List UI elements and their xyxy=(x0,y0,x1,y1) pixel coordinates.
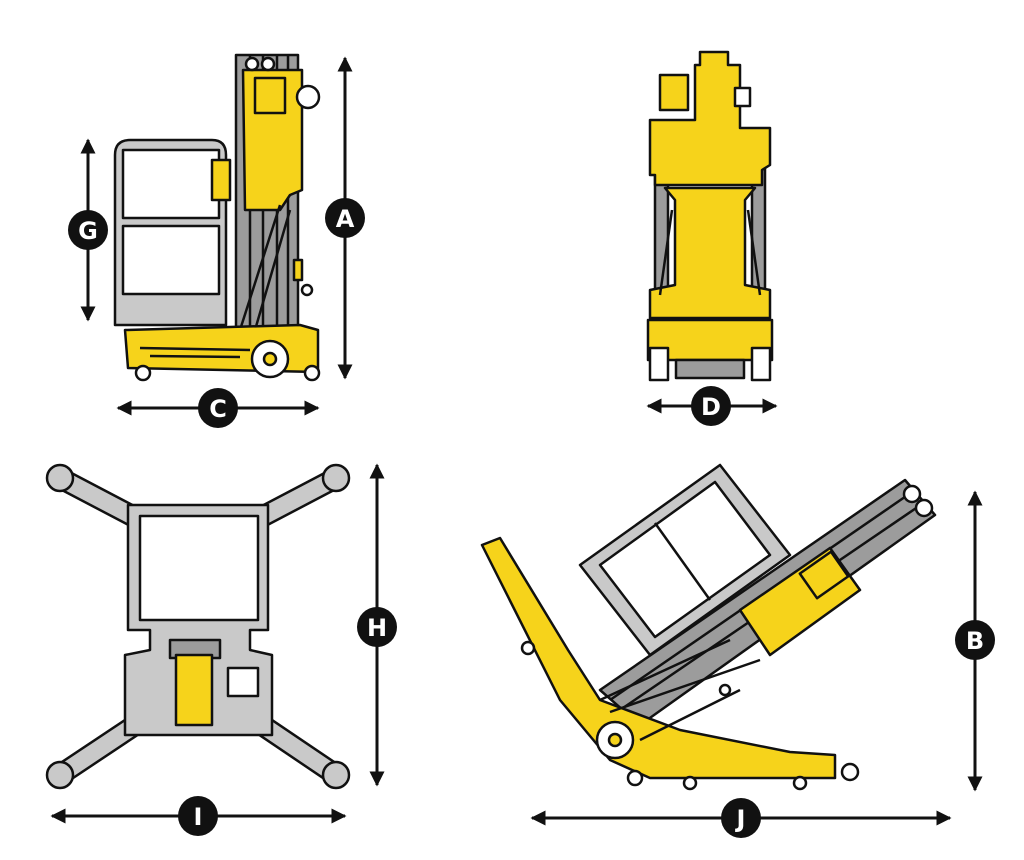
dimension-label-c: C xyxy=(209,395,227,423)
front-view xyxy=(646,50,774,382)
dimension-badge-b: B xyxy=(955,620,995,660)
dimension-label-h: H xyxy=(367,614,387,642)
dimension-label-d: D xyxy=(701,393,721,421)
front-carriage xyxy=(648,50,772,320)
side-carriage xyxy=(238,56,321,331)
dimension-badge-d: D xyxy=(691,386,731,426)
top-view xyxy=(45,463,351,790)
tilted-basket xyxy=(578,463,792,657)
front-base xyxy=(646,318,774,382)
dimension-label-g: G xyxy=(78,217,98,245)
dimension-badge-j: J xyxy=(721,798,761,838)
dimension-label-a: A xyxy=(336,205,355,233)
dimension-label-b: B xyxy=(966,627,984,655)
dimension-badge-g: G xyxy=(68,210,108,250)
dimension-badge-h: H xyxy=(357,607,397,647)
dimension-label-i: I xyxy=(194,803,203,831)
top-outriggers xyxy=(45,463,351,790)
dimension-badge-c: C xyxy=(198,388,238,428)
tilted-view xyxy=(480,463,937,791)
side-chassis xyxy=(123,323,321,382)
tilted-carriage xyxy=(738,546,862,657)
side-view xyxy=(113,53,321,382)
tilted-chassis xyxy=(480,536,860,791)
dimension-badge-a: A xyxy=(325,198,365,238)
side-platform-basket xyxy=(113,138,232,327)
top-platform xyxy=(123,503,274,737)
dimension-label-j: J xyxy=(735,805,746,833)
dimension-badge-i: I xyxy=(178,796,218,836)
